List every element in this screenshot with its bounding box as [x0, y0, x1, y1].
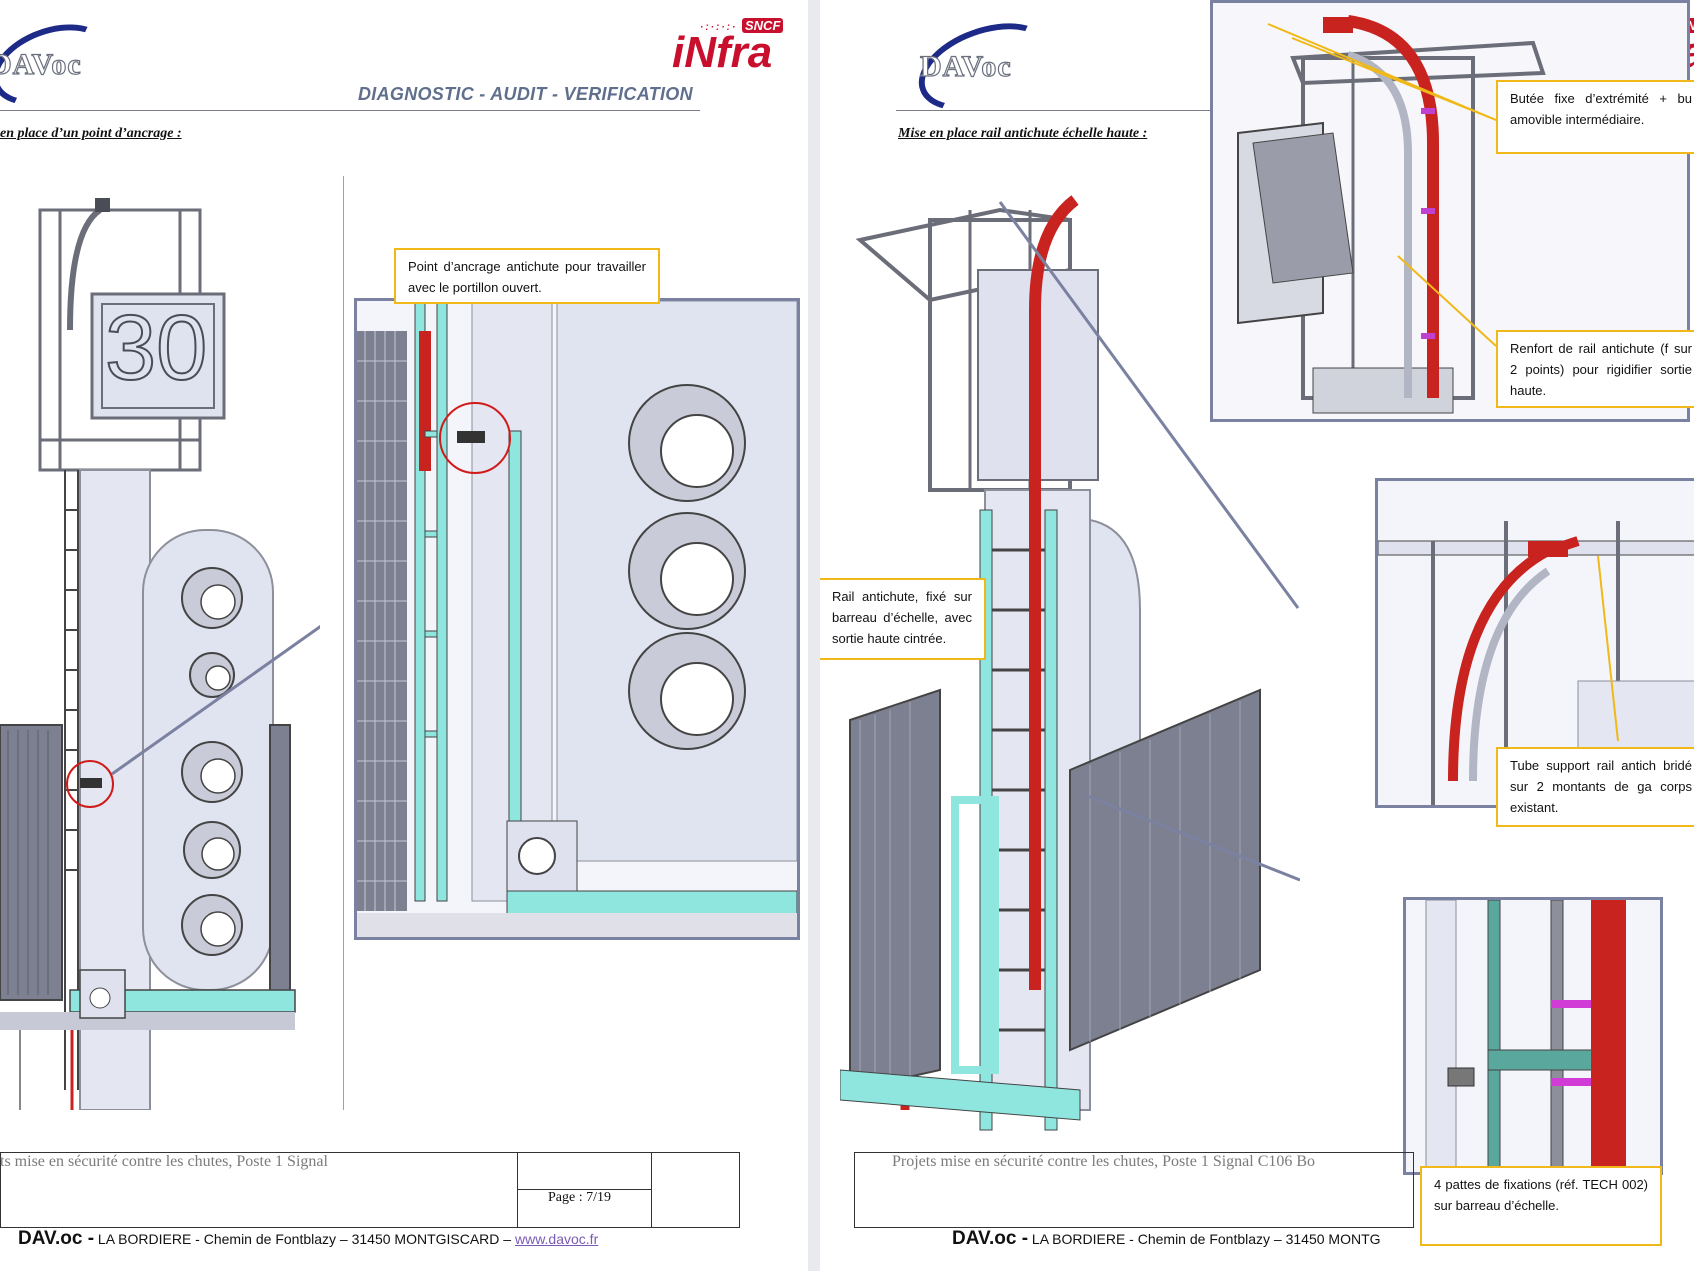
header-subtitle: DIAGNOSTIC - AUDIT - VERIFICATION — [358, 84, 693, 104]
header-rule — [0, 110, 700, 111]
sncf-infra-logo: ·:·:·:· SNCF iNfra — [672, 18, 784, 78]
speed-sign-number: 30 — [104, 297, 208, 399]
sncf-badge: SNCF — [742, 18, 784, 33]
davoc-logo: DAVoc — [0, 9, 121, 121]
footer-table — [0, 1152, 740, 1228]
fixation-zoom-frame — [1403, 897, 1663, 1175]
header-rule — [896, 110, 1286, 111]
footer-project-title: Projets mise en sécurité contre les chut… — [892, 1153, 1316, 1170]
footer-address: DAV.oc - LA BORDIERE - Chemin de Fontbla… — [952, 1228, 1381, 1250]
right-document-page: DAVoc ·:·:· SNCF iNfra Mise en place rai… — [820, 0, 1694, 1271]
callout-leader-lines — [1267, 23, 1497, 347]
section-title: Mise en place rail antichute échelle hau… — [898, 126, 1148, 141]
footer-table — [854, 1152, 1414, 1228]
ladder-rail-drawing — [840, 195, 1300, 1131]
anchor-point-zoom-drawing — [357, 301, 797, 937]
footer-brand: DAV.oc - — [18, 1228, 95, 1249]
footer-divider-1 — [517, 1153, 518, 1227]
footer-website-link[interactable]: www.davoc.fr — [514, 1231, 599, 1247]
davoc-logo-text: DAVoc — [0, 47, 82, 81]
column-divider — [343, 176, 344, 1110]
footer-address-text: LA BORDIERE - Chemin de Fontblazy – 3145… — [97, 1231, 512, 1247]
top-rail-zoom-drawing — [1237, 15, 1546, 414]
infra-logo-text: iNfra — [672, 28, 773, 77]
fixation-zoom-drawing — [1425, 900, 1626, 1172]
footer-brand: DAV.oc - — [952, 1228, 1029, 1249]
pattes-callout: 4 pattes de fixations (réf. TECH 002) su… — [1420, 1166, 1662, 1246]
anchor-point-callout: Point d’ancrage antichute pour travaille… — [394, 248, 660, 304]
page-number: Page : 7/19 — [548, 1190, 611, 1205]
footer-divider-3 — [517, 1189, 651, 1190]
butee-callout: Butée fixe d’extrémité + bu amovible int… — [1496, 80, 1694, 154]
footer-project-title: ts mise en sécurité contre les chutes, P… — [0, 1153, 328, 1170]
rail-callout: Rail antichute, fixé sur barreau d’échel… — [820, 578, 986, 660]
signal-mast-drawing — [0, 198, 320, 1110]
footer-address-text: LA BORDIERE - Chemin de Fontblazy – 3145… — [1031, 1231, 1381, 1247]
renfort-callout: Renfort de rail antichute (f sur 2 point… — [1496, 330, 1694, 408]
davoc-logo-text: DAVoc — [919, 49, 1012, 83]
footer-address: DAV.oc - LA BORDIERE - Chemin de Fontbla… — [18, 1228, 598, 1250]
section-title: en place d’un point d’ancrage : — [0, 126, 182, 141]
anchor-point-zoom-frame — [354, 298, 800, 940]
davoc-logo: DAVoc — [906, 6, 1064, 128]
tube-callout: Tube support rail antich bridé sur 2 mon… — [1496, 747, 1694, 827]
footer-divider-2 — [651, 1153, 652, 1227]
left-document-page: DAVoc ·:·:·:· SNCF iNfra DIAGNOSTIC - AU… — [0, 0, 808, 1271]
